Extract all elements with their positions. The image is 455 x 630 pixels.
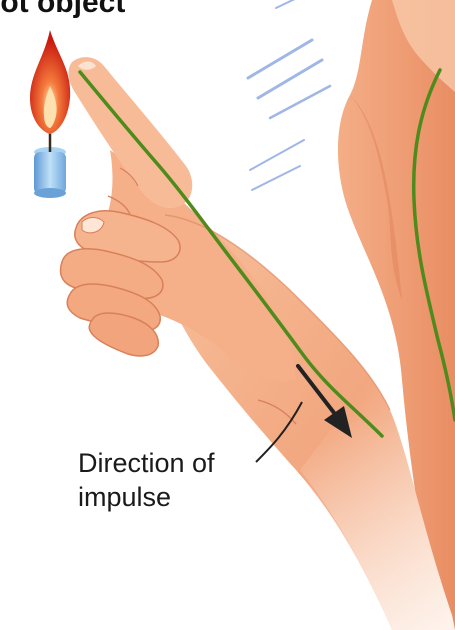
candle-icon <box>30 30 71 198</box>
direction-of-impulse-label: Direction of impulse <box>78 446 215 514</box>
hand-palm <box>96 150 296 381</box>
motion-lines <box>246 0 332 191</box>
callout-line-2: impulse <box>78 482 172 512</box>
callout-leader-line <box>255 401 303 463</box>
body-nerve <box>411 68 455 422</box>
nerve-pathway <box>78 70 384 438</box>
callout-line-1: Direction of <box>78 448 215 478</box>
curled-finger-3 <box>88 312 159 357</box>
upper-body-shadow <box>350 95 402 300</box>
upper-body <box>337 0 455 630</box>
direction-arrow <box>296 364 352 438</box>
body-figure <box>337 0 455 630</box>
hot-object-label: hot object <box>0 0 126 19</box>
flame-icon <box>30 30 71 134</box>
